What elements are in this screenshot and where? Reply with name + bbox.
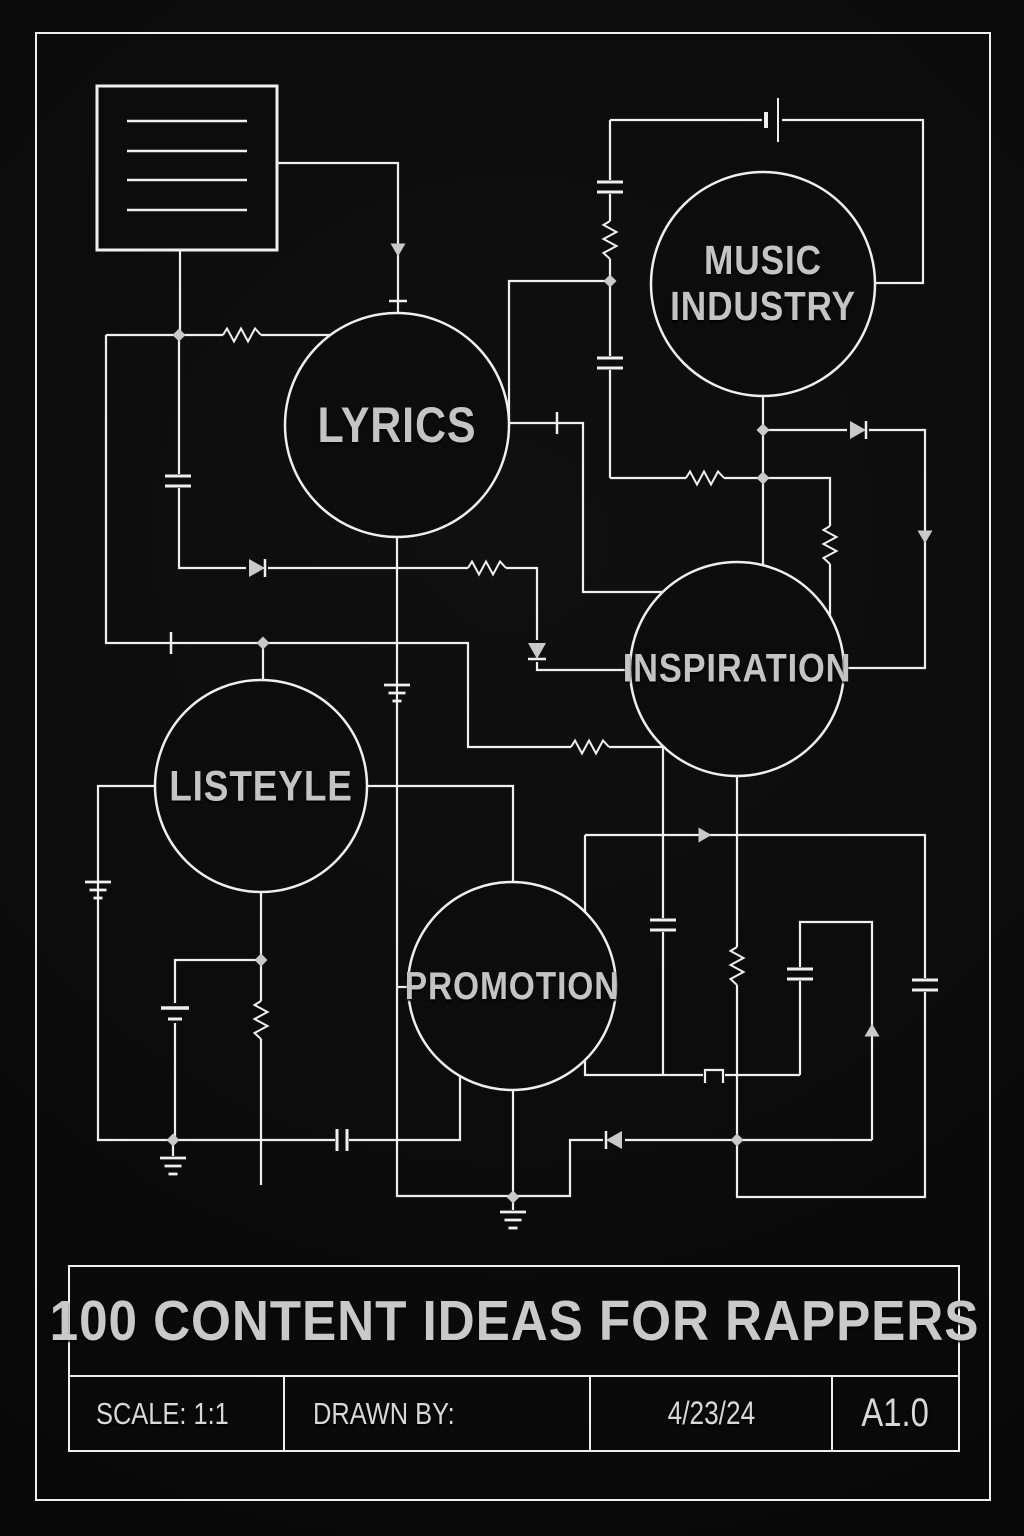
title-block-revision-cell: A1.0 [833, 1377, 958, 1450]
node-inspiration-text: INSPIRATION [622, 646, 852, 691]
wires [96, 118, 927, 1210]
poster-title-row: 100 CONTENT IDEAS FOR RAPPERS [49, 1267, 978, 1377]
date-value: 4/23/24 [667, 1395, 755, 1431]
node-listeyle-text: LISTEYLE [169, 762, 353, 811]
node-label-lyrics: LYRICS [305, 396, 490, 454]
title-block: 100 CONTENT IDEAS FOR RAPPERS SCALE: 1:1… [49, 1265, 978, 1452]
title-block-drawn-by-cell: DRAWN BY: [285, 1377, 591, 1450]
poster-title: 100 CONTENT IDEAS FOR RAPPERS [49, 1289, 979, 1353]
node-circle-music-industry [649, 170, 877, 398]
node-label-music-industry: MUSIC INDUSTRY [655, 237, 871, 330]
node-label-inspiration: INSPIRATION [604, 647, 870, 692]
node-circle-lyrics [283, 311, 511, 539]
components [85, 98, 938, 1230]
scale-label: SCALE: 1:1 [96, 1395, 229, 1431]
node-music-text-line1: MUSIC [704, 237, 822, 284]
node-promotion-text: PROMOTION [404, 965, 620, 1008]
title-block-date-cell: 4/23/24 [591, 1377, 833, 1450]
poster-border [35, 32, 991, 1501]
notes-box [95, 84, 279, 252]
node-circle-promotion [406, 880, 618, 1092]
node-circle-listeyle [153, 678, 369, 894]
node-music-text-line2: INDUSTRY [670, 283, 856, 329]
title-block-scale-cell: SCALE: 1:1 [70, 1377, 285, 1450]
drawn-by-label: DRAWN BY: [313, 1395, 455, 1431]
node-lyrics-text: LYRICS [317, 397, 477, 453]
node-label-promotion: PROMOTION [387, 965, 637, 1009]
node-circle-inspiration [628, 560, 846, 778]
node-label-listeyle: LISTEYLE [154, 763, 367, 812]
revision-value: A1.0 [861, 1391, 930, 1435]
title-block-info-row: SCALE: 1:1 DRAWN BY: 4/23/24 A1.0 [70, 1377, 958, 1450]
